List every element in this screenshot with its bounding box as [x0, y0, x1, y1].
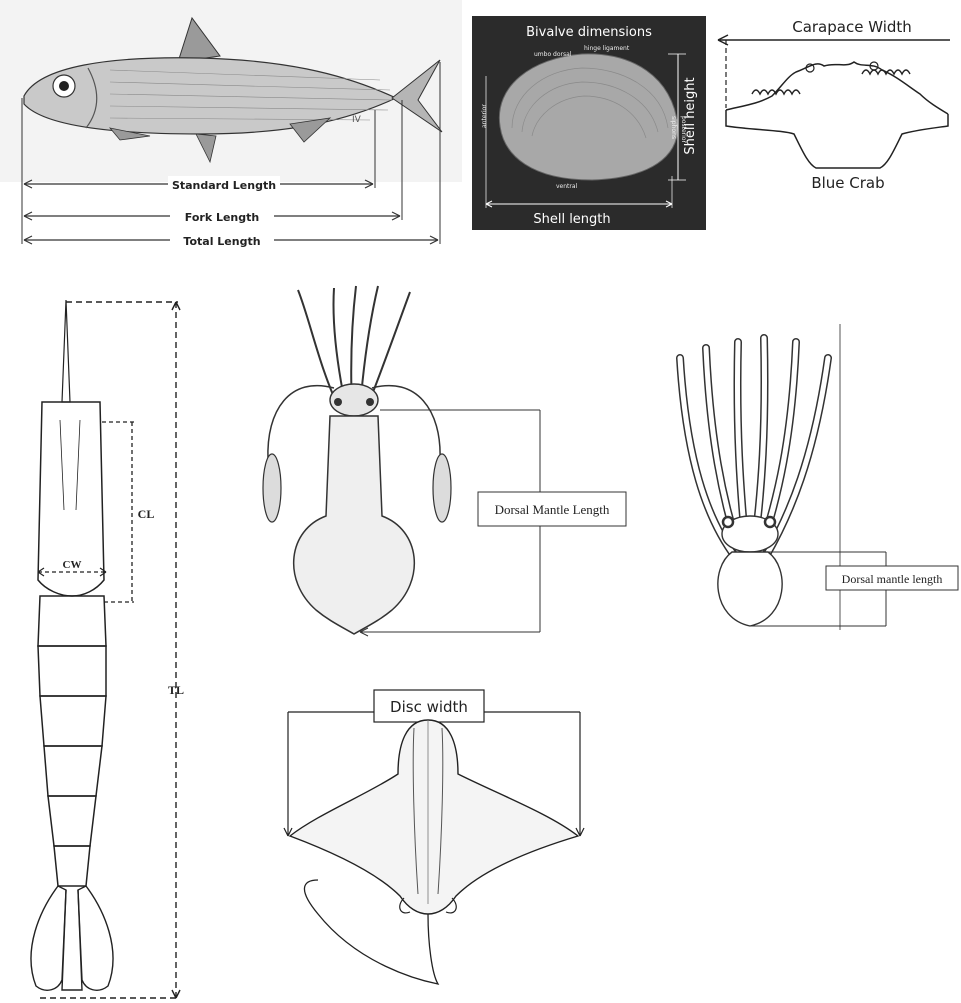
crab-panel: Carapace Width Blue Crab: [712, 10, 954, 200]
siphons-label: siphons: [670, 116, 677, 139]
shrimp-diagram: CL CW TL: [0, 290, 200, 1003]
shell-length-label: Shell length: [533, 212, 610, 227]
hinge-ligament-label: hinge ligament: [584, 45, 630, 52]
bivalve-diagram: Bivalve dimensions umbo dorsal hinge lig…: [472, 16, 706, 230]
tl-label: TL: [168, 683, 184, 697]
fork-length-label: Fork Length: [185, 211, 259, 224]
anterior-label: anterior: [481, 104, 488, 128]
bivalve-title: Bivalve dimensions: [526, 25, 652, 40]
squid-diagram: Dorsal Mantle Length: [250, 280, 650, 640]
squid-dml-label: Dorsal Mantle Length: [495, 502, 610, 517]
octopus-dml-label: Dorsal mantle length: [842, 572, 943, 586]
ray-diagram: Disc width: [278, 684, 598, 996]
bivalve-panel: Bivalve dimensions umbo dorsal hinge lig…: [472, 16, 706, 230]
blue-crab-label: Blue Crab: [811, 174, 884, 192]
carapace-width-label: Carapace Width: [792, 18, 912, 36]
disc-width-label: Disc width: [390, 698, 468, 716]
ray-panel: Disc width: [278, 684, 598, 996]
fish-diagram: IV Standard Length Fork Length Total Len…: [0, 0, 462, 262]
octopus-panel: Dorsal mantle length: [666, 318, 960, 632]
fish-small-mark: IV: [352, 115, 362, 125]
shell-height-label: Shell height: [683, 77, 698, 154]
cw-label: CW: [63, 559, 82, 571]
cl-label: CL: [138, 507, 155, 521]
total-length-label: Total Length: [183, 235, 260, 248]
squid-panel: Dorsal Mantle Length: [250, 280, 650, 640]
umbo-dorsal-label: umbo dorsal: [534, 51, 572, 58]
octopus-diagram: Dorsal mantle length: [666, 318, 960, 632]
ventral-label: ventral: [556, 183, 578, 190]
shrimp-panel: CL CW TL: [0, 290, 200, 1003]
crab-diagram: Carapace Width Blue Crab: [712, 10, 954, 200]
fish-panel: IV Standard Length Fork Length Total Len…: [0, 0, 462, 262]
standard-length-label: Standard Length: [172, 179, 276, 192]
